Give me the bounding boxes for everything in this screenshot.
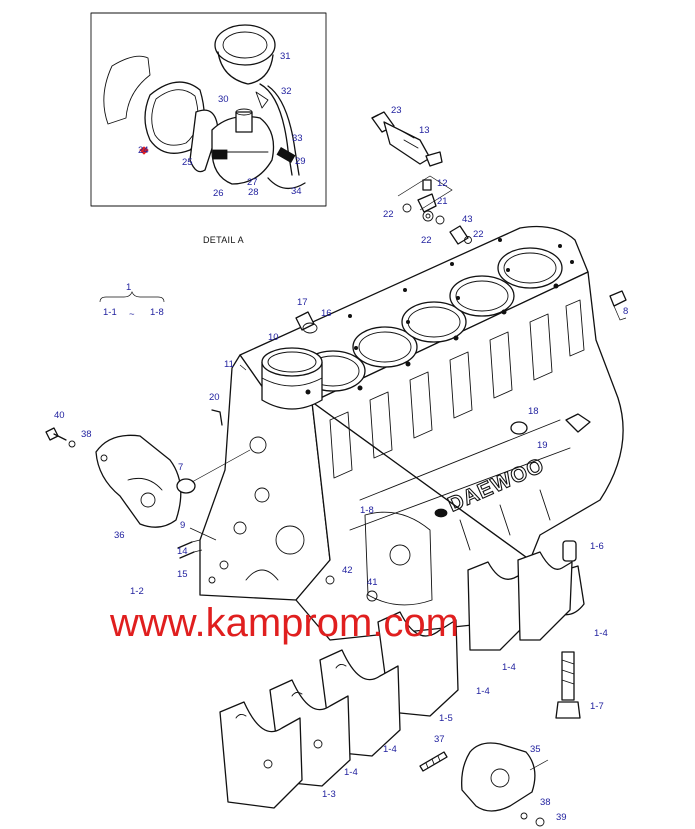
- dowel-14-15-drawing: [177, 539, 203, 559]
- fitting-21-drawing: [397, 175, 453, 225]
- oil-pressure-sender-drawing: [371, 111, 443, 167]
- label-31: 31: [280, 51, 291, 62]
- front-cover-36-drawing: [95, 434, 182, 528]
- oil-pump-housing-drawing: [211, 108, 275, 185]
- label-33: 33: [292, 133, 303, 144]
- label-1-4-d: 1-4: [383, 744, 397, 755]
- label-38-lower: 38: [540, 797, 551, 808]
- plug-18-19-drawing: [510, 413, 591, 435]
- plug-7-drawing: [176, 449, 251, 494]
- plug-17-drawing: [295, 311, 318, 334]
- label-20: 20: [209, 392, 220, 403]
- label-7: 7: [178, 462, 183, 473]
- bracket-35-drawing: [461, 742, 549, 812]
- group-bracket: 1 1-1 ~ 1-8: [99, 282, 165, 320]
- group-label-1-8: 1-8: [150, 307, 164, 318]
- block-front-details: [208, 436, 305, 584]
- label-23: 23: [391, 105, 402, 116]
- group-tilde: ~: [129, 309, 135, 320]
- label-42: 42: [342, 565, 353, 576]
- bolt-40-drawing: [45, 427, 76, 448]
- label-24: 24: [138, 145, 149, 156]
- label-11: 11: [224, 359, 234, 370]
- detail-a-panel: 31 32 30 33 29 34 27 28 26 25 24: [90, 12, 327, 207]
- label-1-2: 1-2: [130, 586, 144, 597]
- main-bearing-caps-drawing: [219, 551, 573, 809]
- label-38-upper: 38: [81, 429, 92, 440]
- label-18: 18: [528, 406, 539, 417]
- label-35: 35: [530, 744, 541, 755]
- label-14: 14: [177, 546, 188, 557]
- label-12: 12: [437, 178, 448, 189]
- group-label-1-1: 1-1: [103, 307, 117, 318]
- label-1-7: 1-7: [590, 701, 604, 712]
- label-15: 15: [177, 569, 188, 580]
- label-34: 34: [291, 186, 302, 197]
- detail-a-frame: [90, 12, 327, 207]
- cylinder-liner-drawing: [261, 347, 323, 410]
- label-1-4-b: 1-4: [502, 662, 516, 673]
- label-39: 39: [556, 812, 567, 823]
- label-1-4-e: 1-4: [344, 767, 358, 778]
- label-1-8: 1-8: [360, 505, 374, 516]
- cover-gasket-drawing: [103, 55, 219, 173]
- label-9: 9: [180, 520, 185, 531]
- label-32: 32: [281, 86, 292, 97]
- label-22-left: 22: [383, 209, 394, 220]
- label-8: 8: [623, 306, 628, 317]
- label-13: 13: [419, 125, 430, 136]
- label-36: 36: [114, 530, 125, 541]
- detail-a-caption: DETAIL A: [203, 235, 244, 245]
- label-19: 19: [537, 440, 548, 451]
- site-watermark: www.kamprom.com: [109, 601, 459, 645]
- label-30: 30: [218, 94, 229, 105]
- washer-38-lower: [520, 812, 528, 820]
- label-26: 26: [213, 188, 224, 199]
- label-29: 29: [295, 156, 306, 167]
- label-16: 16: [321, 308, 332, 319]
- block-side-windows: [329, 299, 585, 551]
- label-1-4-right: 1-4: [594, 628, 608, 639]
- label-1-3: 1-3: [322, 789, 336, 800]
- bolt-39-head: [535, 817, 545, 827]
- label-22-bottom: 22: [421, 235, 432, 246]
- label-37: 37: [434, 734, 445, 745]
- gasket-marker-icon: [139, 146, 149, 155]
- label-43: 43: [462, 214, 473, 225]
- label-21: 21: [437, 196, 448, 207]
- label-41: 41: [367, 577, 378, 588]
- label-10: 10: [268, 332, 279, 343]
- oil-strainer-drawing: [214, 24, 306, 190]
- group-label-1: 1: [126, 282, 131, 293]
- label-1-4-c: 1-4: [476, 686, 490, 697]
- stud-37-drawing: [419, 751, 448, 772]
- plug-8-drawing: [609, 290, 627, 321]
- deck-bolt-holes: [305, 238, 574, 395]
- label-22-right: 22: [473, 229, 484, 240]
- label-17: 17: [297, 297, 308, 308]
- label-40: 40: [54, 410, 65, 421]
- label-1-5: 1-5: [439, 713, 453, 724]
- fitting-43-drawing: [449, 225, 472, 245]
- label-27: 27: [247, 177, 258, 188]
- label-1-6: 1-6: [590, 541, 604, 552]
- label-28: 28: [248, 187, 259, 198]
- washer-42-41-drawing: [325, 575, 378, 602]
- label-25: 25: [182, 157, 193, 168]
- rear-plate-drawing: [364, 511, 433, 606]
